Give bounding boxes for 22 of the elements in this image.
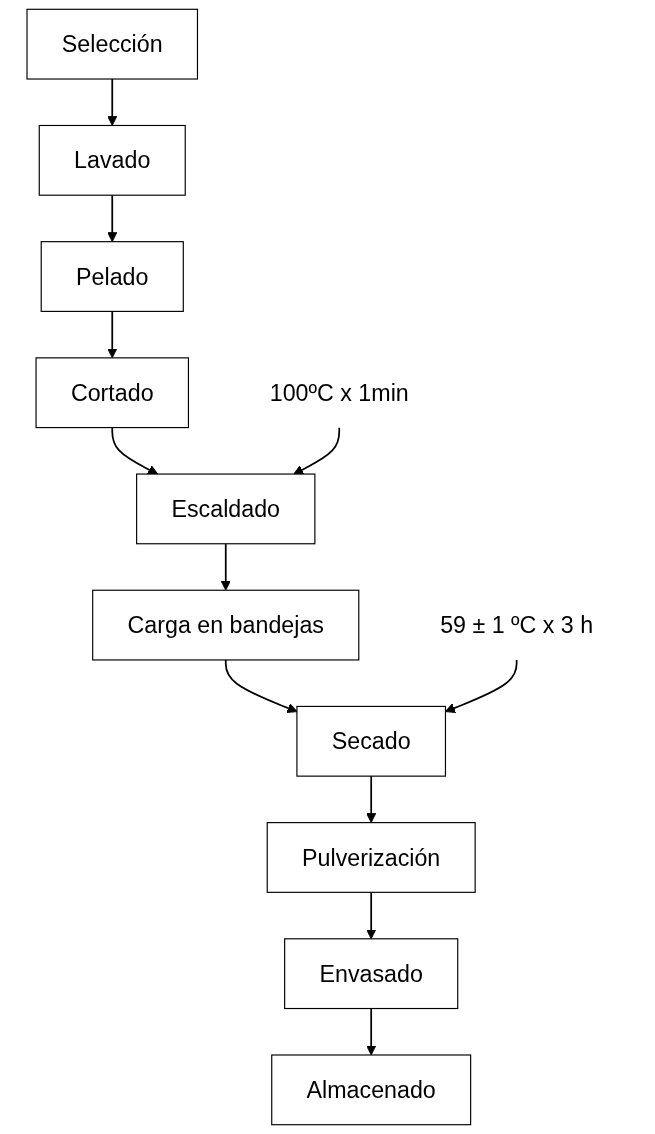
node-box: Almacenado [271, 1054, 472, 1126]
node-box: Secado [296, 705, 447, 777]
node-box: Pulverización [266, 822, 476, 893]
node-text: 59 ± 1 ºC x 3 h [440, 612, 594, 638]
arrow [293, 426, 341, 475]
node-box: Escaldado [136, 473, 316, 545]
arrow [366, 891, 377, 940]
arrow [445, 659, 518, 713]
node-box: Carga en bandejas [92, 589, 360, 661]
node-text: 100ºC x 1min [269, 379, 409, 406]
node-box: Selección [26, 8, 199, 80]
node-box: Cortado [35, 357, 189, 429]
arrow [107, 78, 118, 126]
node-box: Lavado [38, 124, 186, 196]
arrow [107, 194, 118, 243]
arrow [220, 542, 231, 591]
arrow [366, 1007, 377, 1056]
node-box: Envasado [284, 938, 459, 1010]
arrow [111, 426, 159, 475]
arrow [107, 310, 118, 359]
node-box: Pelado [40, 241, 184, 312]
arrow [366, 775, 377, 824]
